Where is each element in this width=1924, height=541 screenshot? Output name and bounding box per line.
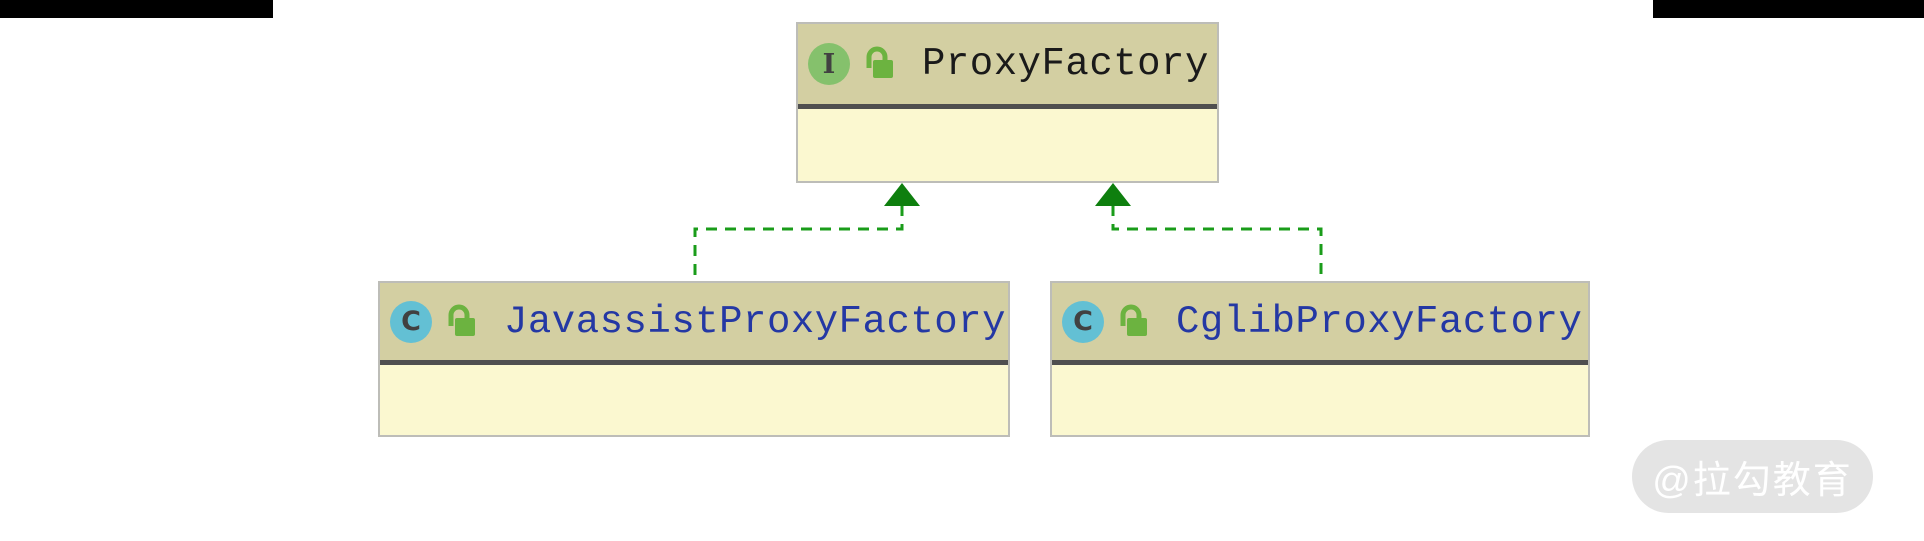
class-icon-letter: C [1073, 306, 1093, 337]
open-lock-icon [866, 46, 893, 78]
inheritance-arrowhead [884, 183, 920, 206]
node-body [380, 365, 1008, 435]
class-node-javassistproxyfactory[interactable]: C JavassistProxyFactory [378, 281, 1010, 437]
class-icon: C [390, 300, 432, 343]
watermark-badge: @拉勾教育 [1632, 440, 1873, 513]
node-title: ProxyFactory [922, 42, 1209, 86]
node-header: I ProxyFactory [798, 24, 1217, 104]
node-header: C JavassistProxyFactory [380, 283, 1008, 360]
implements-edge-cglib [1095, 183, 1323, 279]
node-title: JavassistProxyFactory [504, 299, 1006, 344]
interface-icon: I [808, 43, 850, 85]
top-left-black-bar [0, 0, 273, 18]
open-lock-icon [1120, 304, 1147, 336]
inheritance-arrowhead [1095, 183, 1131, 206]
node-header: C CglibProxyFactory [1052, 283, 1588, 360]
node-separator [798, 104, 1217, 109]
class-icon-letter: C [401, 306, 421, 337]
interface-node-proxyfactory[interactable]: I ProxyFactory [796, 22, 1219, 183]
implements-edge-javassist [693, 183, 920, 279]
open-lock-icon [448, 304, 475, 336]
node-title: CglibProxyFactory [1176, 299, 1583, 344]
interface-icon-letter: I [822, 48, 836, 80]
class-icon: C [1062, 300, 1104, 343]
watermark-text: @拉勾教育 [1652, 460, 1853, 502]
node-body [798, 109, 1217, 181]
node-body [1052, 365, 1588, 435]
node-separator [380, 360, 1008, 365]
top-right-black-bar [1653, 0, 1924, 18]
class-node-cglibproxyfactory[interactable]: C CglibProxyFactory [1050, 281, 1590, 437]
node-separator [1052, 360, 1588, 365]
